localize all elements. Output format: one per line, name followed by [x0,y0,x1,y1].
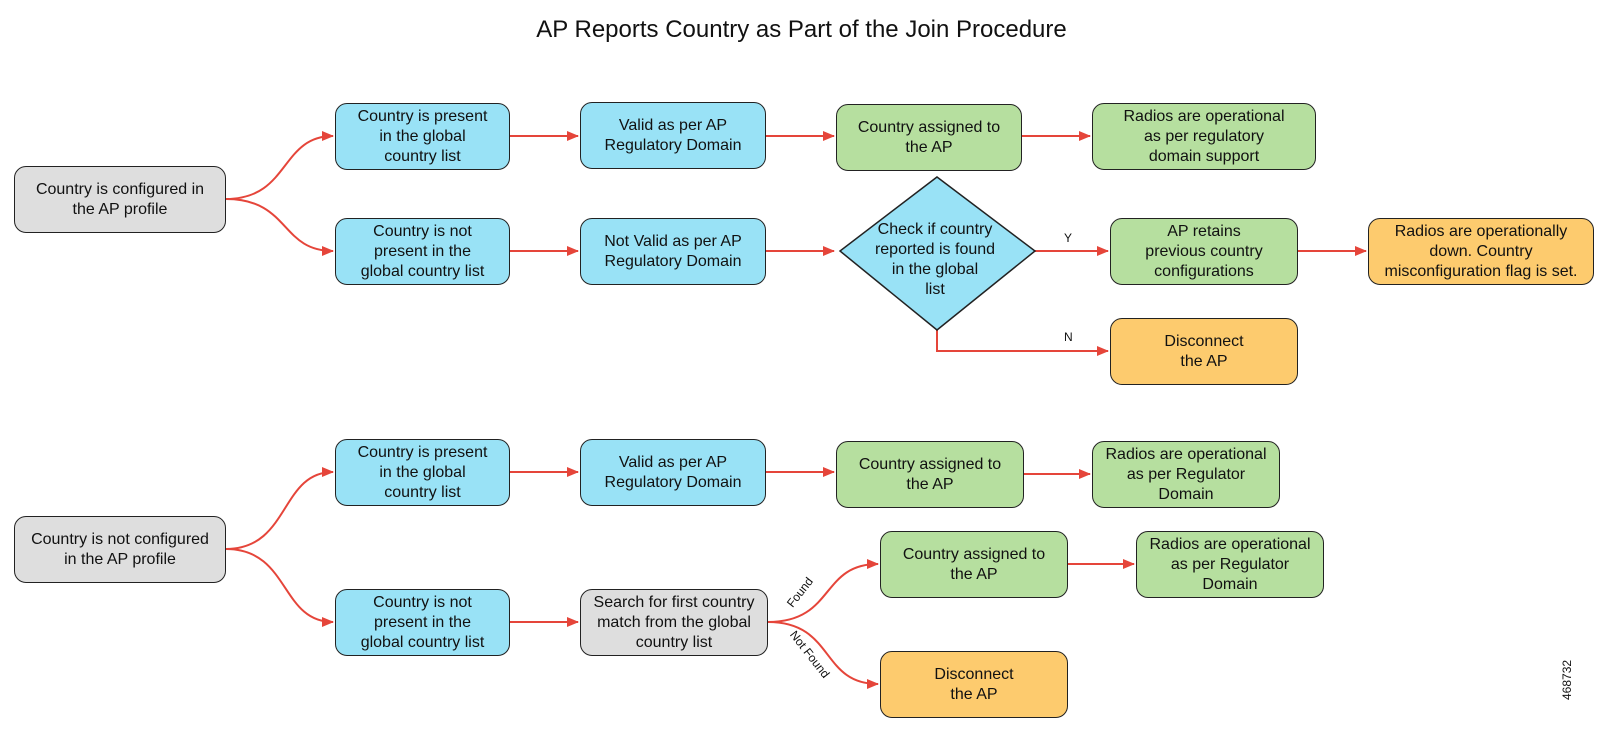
node-country-assigned-2: Country assigned to the AP [836,441,1024,508]
node-country-present-2: Country is present in the global country… [335,439,510,506]
node-country-not-present-2: Country is not present in the global cou… [335,589,510,656]
diagram-title: AP Reports Country as Part of the Join P… [536,16,1067,43]
edge-label-no: N [1064,330,1073,344]
node-country-assigned-1: Country assigned to the AP [836,104,1022,171]
node-valid-domain-1: Valid as per AP Regulatory Domain [580,102,766,169]
node-radios-down: Radios are operationally down. Country m… [1368,218,1594,285]
arrow-not-configured-to-present [225,467,334,550]
node-valid-domain-2: Valid as per AP Regulatory Domain [580,439,766,506]
node-search-first-match: Search for first country match from the … [580,589,768,656]
node-not-valid-domain: Not Valid as per AP Regulatory Domain [580,218,766,285]
node-ap-retains-config: AP retains previous country configuratio… [1110,218,1298,285]
node-country-not-present-1: Country is not present in the global cou… [335,218,510,285]
node-radios-operational-2: Radios are operational as per Regulator … [1092,441,1280,508]
arrow-search-to-disconnect [767,621,879,689]
figure-id: 468732 [1560,659,1574,700]
start-country-not-configured: Country is not configured in the AP prof… [14,516,226,583]
decision-label: Check if country reported is found in th… [874,221,996,298]
node-radios-operational-3: Radios are operational as per Regulator … [1136,531,1324,598]
node-disconnect-1: Disconnect the AP [1110,318,1298,385]
arrow-configured-to-not-present [225,198,334,256]
arrow-search-to-assigned [767,559,879,623]
node-radios-operational-1: Radios are operational as per regulatory… [1092,103,1316,170]
start-country-configured: Country is configured in the AP profile [14,166,226,233]
arrow-check-to-disconnect [936,330,1109,356]
node-country-present-1: Country is present in the global country… [335,103,510,170]
arrow-configured-to-present [225,131,334,200]
arrow-not-configured-to-not-present [225,548,334,627]
node-country-assigned-3: Country assigned to the AP [880,531,1068,598]
decision-diamond [838,176,1037,331]
node-disconnect-2: Disconnect the AP [880,651,1068,718]
edge-label-yes: Y [1064,231,1073,245]
